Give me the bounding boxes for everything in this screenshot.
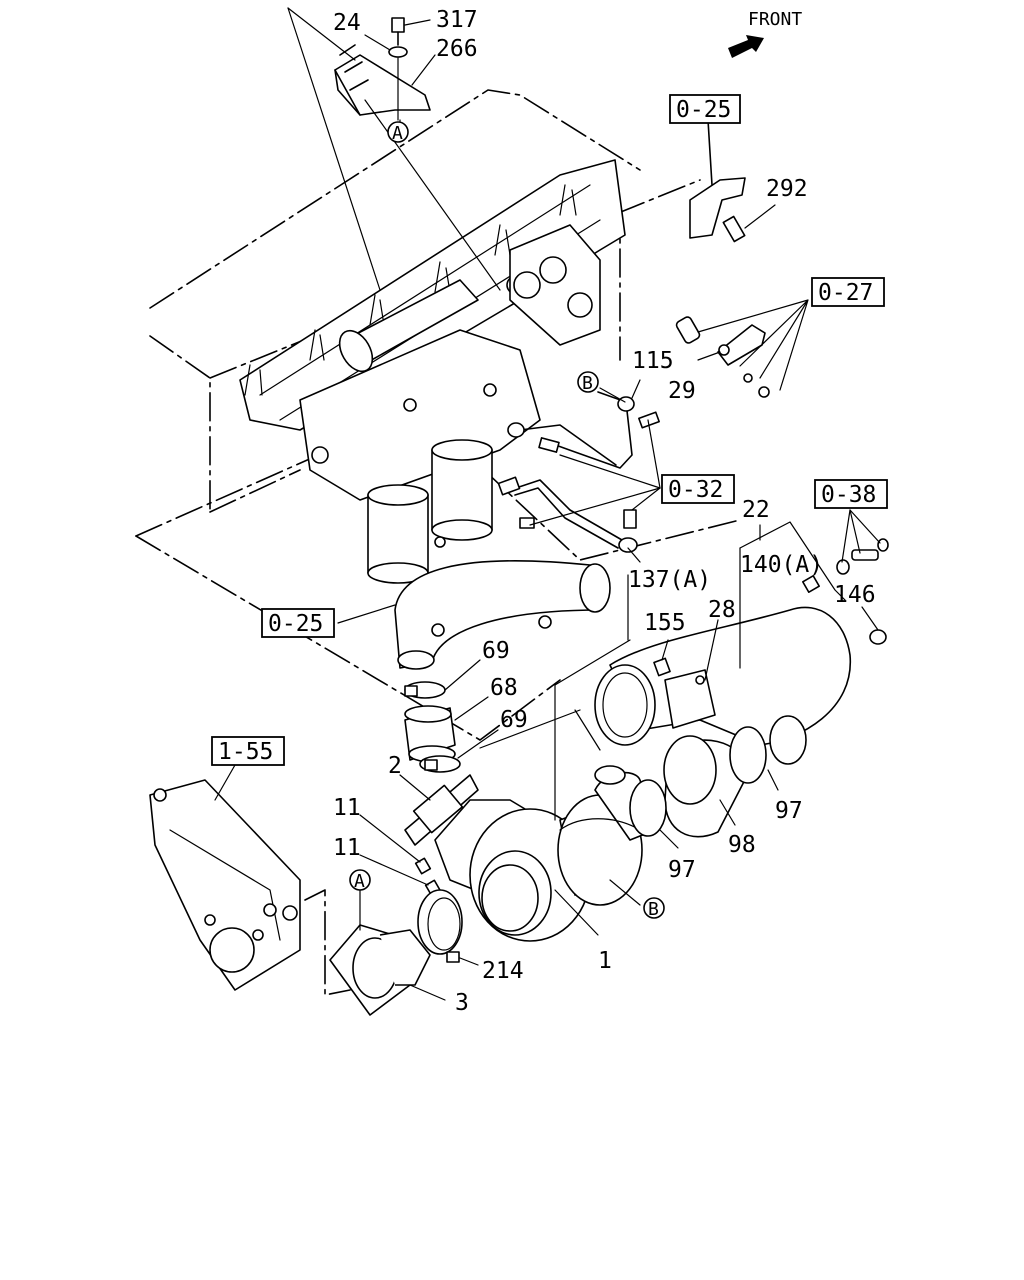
callout-68: 68 bbox=[490, 675, 518, 701]
callout-69-bottom: 69 bbox=[500, 707, 528, 733]
gasket-2 bbox=[399, 774, 479, 846]
callout-11-lower: 11 bbox=[333, 835, 361, 861]
oil-pipe-assembly bbox=[497, 299, 809, 641]
hose-98-clamps-97 bbox=[629, 726, 779, 849]
clamp-214 bbox=[417, 889, 479, 966]
reference-box-0-32[interactable]: 0-32 bbox=[661, 474, 735, 504]
callout-317: 317 bbox=[436, 7, 478, 33]
svg-text:0-25: 0-25 bbox=[268, 611, 323, 637]
callout-137a: 137(A) bbox=[628, 567, 711, 593]
hose-clamps bbox=[404, 659, 499, 773]
front-arrow-icon bbox=[728, 35, 764, 58]
svg-text:0-32: 0-32 bbox=[668, 477, 723, 503]
front-label: FRONT bbox=[748, 9, 802, 30]
callout-214: 214 bbox=[482, 958, 524, 984]
flange-3 bbox=[329, 887, 446, 1016]
callout-155: 155 bbox=[644, 610, 686, 636]
front-indicator: FRONT bbox=[728, 9, 802, 58]
svg-text:1-55: 1-55 bbox=[218, 739, 273, 765]
bracket-292 bbox=[689, 119, 776, 243]
svg-text:0-27: 0-27 bbox=[818, 280, 873, 306]
reference-box-0-25-top[interactable]: 0-25 bbox=[669, 94, 741, 124]
callout-266: 266 bbox=[436, 36, 478, 62]
marker-b-bottom: B bbox=[643, 897, 665, 920]
svg-text:B: B bbox=[582, 373, 593, 394]
callout-292: 292 bbox=[766, 176, 808, 202]
intake-pipe bbox=[337, 560, 611, 670]
callout-140a: 140(A) bbox=[740, 552, 823, 578]
marker-a-top: A bbox=[387, 121, 409, 144]
bolt-155 bbox=[653, 619, 719, 681]
svg-text:A: A bbox=[392, 123, 403, 144]
callout-22: 22 bbox=[742, 497, 770, 523]
marker-a-bottom: A bbox=[349, 869, 371, 892]
callout-69-top: 69 bbox=[482, 638, 510, 664]
callout-29: 29 bbox=[668, 378, 696, 404]
intercooler-pipe bbox=[594, 521, 887, 765]
callout-1: 1 bbox=[598, 948, 612, 974]
callout-24: 24 bbox=[333, 10, 361, 36]
svg-text:A: A bbox=[354, 871, 365, 892]
callout-97-left: 97 bbox=[668, 857, 696, 883]
turbocharger bbox=[434, 765, 661, 942]
reference-box-1-55[interactable]: 1-55 bbox=[211, 736, 285, 766]
fittings-0-38 bbox=[836, 509, 889, 575]
callout-2: 2 bbox=[388, 753, 402, 779]
misc-leader-lines bbox=[479, 639, 641, 936]
bracket-1-55 bbox=[149, 764, 351, 996]
svg-text:B: B bbox=[648, 899, 659, 920]
svg-text:0-38: 0-38 bbox=[821, 482, 876, 508]
bracket-266 bbox=[334, 17, 431, 121]
marker-b-top: B bbox=[577, 371, 599, 394]
callout-28: 28 bbox=[708, 597, 736, 623]
callout-146: 146 bbox=[834, 582, 876, 608]
reference-box-0-27[interactable]: 0-27 bbox=[811, 277, 885, 307]
reference-box-0-25-left[interactable]: 0-25 bbox=[261, 608, 335, 638]
callout-98: 98 bbox=[728, 832, 756, 858]
reference-box-0-38[interactable]: 0-38 bbox=[814, 479, 888, 509]
svg-text:0-25: 0-25 bbox=[676, 97, 731, 123]
callout-11-upper: 11 bbox=[333, 795, 361, 821]
callout-97-right: 97 bbox=[775, 798, 803, 824]
part-callouts: 24 317 266 292 115 29 22 140(A) 146 137(… bbox=[333, 7, 876, 1016]
callout-115: 115 bbox=[632, 348, 674, 374]
callout-3: 3 bbox=[455, 990, 469, 1016]
oil-filter-assembly bbox=[299, 329, 541, 584]
exhaust-manifold bbox=[239, 159, 626, 431]
